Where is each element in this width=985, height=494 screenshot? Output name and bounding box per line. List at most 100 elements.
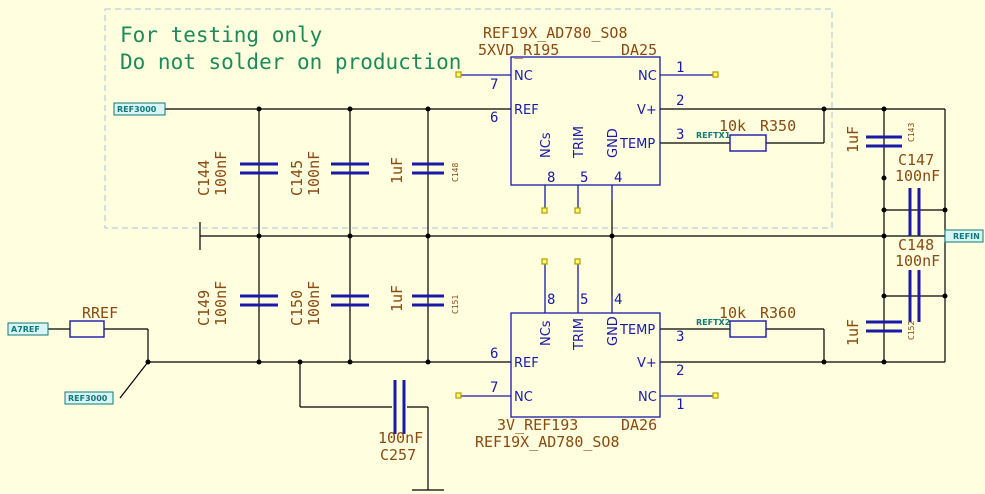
c151-value: 1uF — [388, 285, 406, 312]
c152-value: 1uF — [844, 319, 862, 346]
net-refin-label: REFIN — [953, 232, 980, 241]
c150-ref: C150 — [288, 290, 306, 326]
net-ref3000-bottom-label: REF3000 — [68, 394, 108, 403]
r360-ref: R360 — [760, 304, 796, 322]
ic-bottom-pin-trim: TRIM — [572, 318, 587, 351]
capacitor-c152 — [866, 320, 902, 333]
capacitor-c149 — [240, 294, 278, 307]
c148-value: 1uF — [388, 157, 406, 184]
capacitor-c148-right — [908, 270, 921, 322]
ic-top-pin7-end — [455, 71, 462, 78]
ic-bottom-pin-nc-left: NC — [514, 390, 533, 405]
ic-bottom-num-6: 6 — [490, 346, 498, 362]
net-ref3000-top — [113, 102, 166, 116]
ic-top-pin-trim: TRIM — [572, 126, 587, 159]
ic-top-pin1-end — [712, 71, 719, 78]
ic-bottom-pin-temp: TEMP — [619, 323, 655, 338]
ic-bottom-pin-gnd: GND — [606, 316, 621, 346]
ic-bottom-num-5: 5 — [580, 292, 588, 308]
ic-top-num-8: 8 — [547, 170, 555, 186]
resistor-r350 — [729, 134, 767, 152]
test-region-outline — [104, 8, 833, 229]
c151-ref: C151 — [451, 295, 460, 314]
c147-ref: C147 — [898, 151, 934, 169]
ic-top-num-1: 1 — [676, 60, 684, 76]
c148r-ref: C148 — [898, 236, 934, 254]
ic-top-pin-temp: TEMP — [619, 137, 655, 152]
c148r-value: 100nF — [895, 252, 940, 270]
ic-bottom-pin-nc-right: NC — [638, 390, 657, 405]
ic-top-pin-gnd: GND — [606, 128, 621, 158]
ic-top-num-7: 7 — [490, 77, 498, 93]
junction-dots — [145, 106, 948, 365]
net-ref3000-bottom — [64, 391, 114, 405]
net-a7ref — [7, 322, 49, 336]
wire-ref3000-bottom — [119, 361, 149, 399]
rref-ref: RREF — [82, 304, 118, 322]
ic-bottom-title: REF19X_AD780_SO8 — [475, 433, 620, 451]
ic-top-num-2: 2 — [676, 93, 684, 109]
c143-ref: C143 — [907, 123, 916, 142]
ic-bottom-pin7-end — [455, 392, 462, 399]
ic-top-pin-ncs: NCs — [539, 132, 554, 158]
ic-bottom-num-2: 2 — [676, 363, 684, 379]
ic-bottom-ref: DA26 — [621, 416, 657, 434]
ic-bottom-num-7: 7 — [490, 380, 498, 396]
r350-ref: R350 — [760, 117, 796, 135]
net-ref3000-top-label: REF3000 — [117, 105, 157, 114]
capacitor-c144 — [240, 162, 278, 175]
ic-top-ref: DA25 — [621, 41, 657, 59]
ic-top-pin-vplus: V+ — [637, 103, 657, 118]
c147-value: 100nF — [895, 167, 940, 185]
note-line-2: Do not solder on production — [120, 50, 461, 74]
note-line-1: For testing only — [120, 23, 322, 47]
c145-value: 100nF — [305, 151, 323, 196]
net-reftx1-label: REFTX1 — [696, 131, 731, 140]
capacitor-c145 — [331, 162, 369, 175]
capacitor-c147 — [908, 188, 921, 236]
ic-bottom-body — [510, 312, 661, 418]
ic-top-pin5-end — [574, 207, 581, 214]
c148-ref: C148 — [451, 163, 460, 182]
r350-value: 10k — [719, 117, 746, 135]
c257-ref: C257 — [380, 446, 416, 464]
ic-top-pin-ref: REF — [514, 103, 539, 118]
capacitor-c143 — [866, 135, 902, 148]
resistor-r360 — [729, 320, 767, 338]
ic-top-num-3: 3 — [676, 127, 684, 143]
ic-top-num-5: 5 — [580, 170, 588, 186]
net-refin — [944, 229, 984, 243]
ic-bottom-pin5-end — [574, 258, 581, 265]
net-reftx2-label: REFTX2 — [696, 318, 730, 327]
c144-value: 100nF — [212, 151, 230, 196]
ic-top-value: 5XVD_R195 — [478, 41, 559, 59]
c152-ref: C152 — [907, 321, 916, 340]
ic-bottom-pin-vplus: V+ — [637, 356, 657, 371]
c150-value: 100nF — [305, 281, 323, 326]
ic-bottom-num-1: 1 — [676, 397, 684, 413]
c257-value: 100nF — [378, 429, 423, 447]
capacitor-c257 — [393, 380, 406, 434]
ic-top-body — [510, 56, 661, 186]
c145-ref: C145 — [288, 160, 306, 196]
ic-top-num-6: 6 — [490, 110, 498, 126]
ic-bottom-value: 3V_REF193 — [497, 416, 578, 434]
ic-bottom-pin8-end — [541, 258, 548, 265]
ic-top-title: REF19X_AD780_SO8 — [483, 24, 628, 42]
ic-bottom-num-4: 4 — [614, 292, 622, 308]
c149-value: 100nF — [212, 281, 230, 326]
c149-ref: C149 — [195, 290, 213, 326]
ic-bottom-pin1-end — [712, 392, 719, 399]
c143-value: 1uF — [844, 126, 862, 153]
capacitor-c148 — [412, 162, 444, 175]
capacitor-c150 — [331, 294, 369, 307]
ic-bottom-pin-ncs: NCs — [539, 320, 554, 346]
resistor-rref — [69, 320, 105, 338]
ic-bottom-num-8: 8 — [547, 292, 555, 308]
ic-bottom-num-3: 3 — [676, 329, 684, 345]
capacitor-c151 — [412, 294, 444, 307]
ic-top-pin8-end — [541, 207, 548, 214]
ic-bottom-pin-ref: REF — [514, 356, 539, 371]
